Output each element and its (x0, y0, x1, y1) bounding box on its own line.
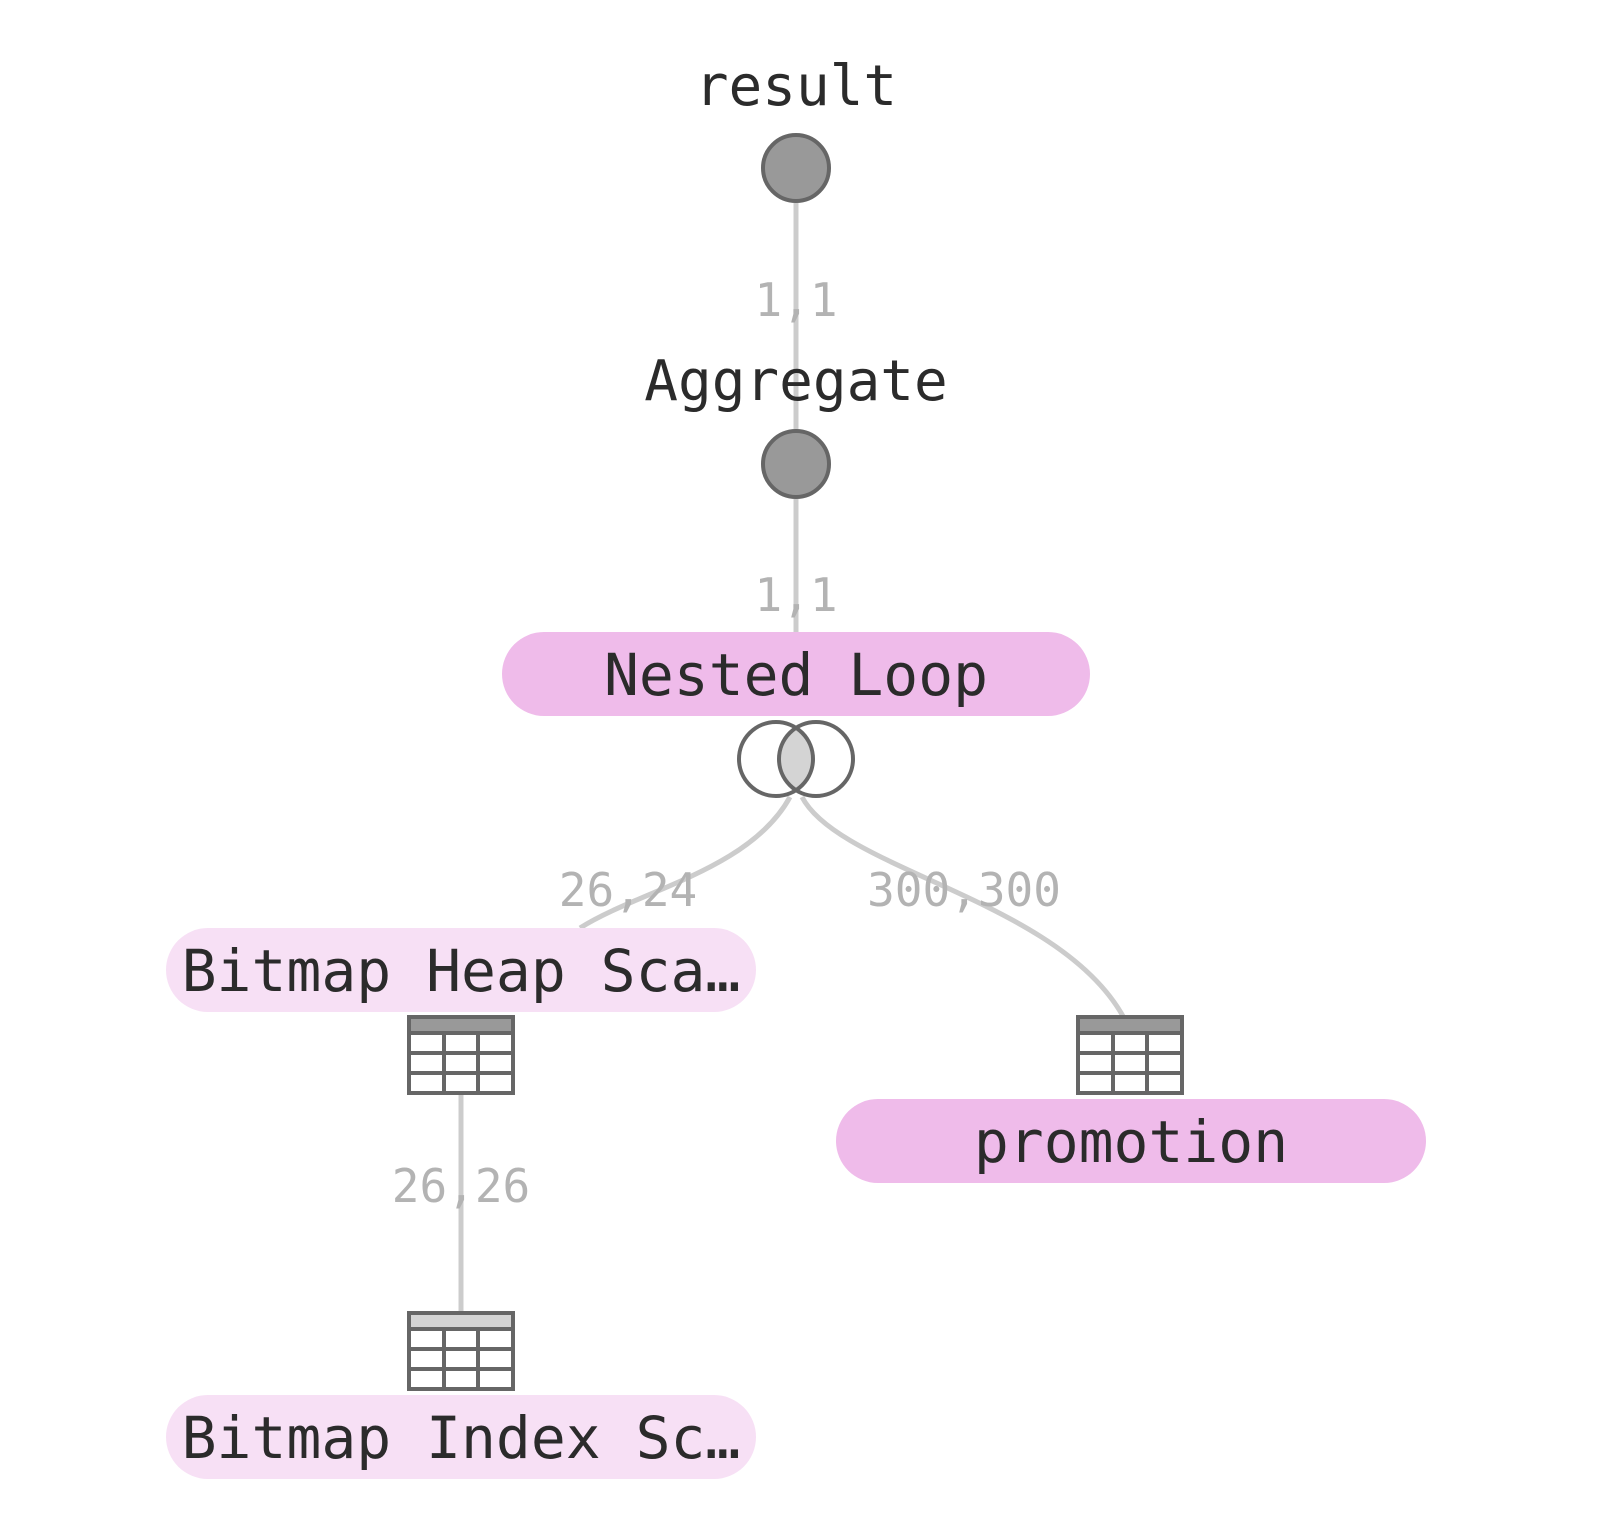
node-result-label: result (695, 54, 897, 119)
table-icon (407, 1015, 515, 1095)
edge-label-bitmap-heap-bitmap-index: 26,26 (392, 1159, 530, 1213)
node-nested-loop-pill (502, 632, 1090, 716)
node-result[interactable]: result (695, 54, 897, 203)
node-bitmap-heap-scan[interactable]: Bitmap Heap Sca… (166, 928, 756, 1095)
node-promotion[interactable]: promotion (836, 1015, 1426, 1183)
edge-label-aggregate-nested-loop: 1,1 (754, 568, 837, 622)
table-icon (1076, 1015, 1184, 1095)
node-bitmap-heap-scan-pill (166, 928, 756, 1012)
edge-nested-loop-bitmap-heap (578, 795, 793, 931)
node-nested-loop-label: Nested Loop (604, 641, 988, 709)
node-bitmap-heap-scan-label: Bitmap Heap Sca… (182, 937, 741, 1005)
circle-icon (761, 133, 831, 203)
edge-label-nested-loop-promotion: 300,300 (867, 863, 1061, 917)
node-bitmap-index-scan[interactable]: Bitmap Index Sc… (166, 1311, 756, 1479)
edge-nested-loop-promotion (799, 795, 1127, 1020)
join-icon (737, 720, 855, 798)
node-aggregate[interactable]: Aggregate (644, 349, 948, 499)
table-icon (407, 1311, 515, 1391)
edge-label-result-aggregate: 1,1 (754, 273, 837, 327)
node-nested-loop[interactable]: Nested Loop (502, 632, 1090, 798)
node-promotion-pill (836, 1099, 1426, 1183)
node-bitmap-index-scan-pill (166, 1395, 756, 1479)
node-aggregate-label: Aggregate (644, 349, 947, 414)
node-promotion-label: promotion (974, 1108, 1288, 1176)
node-bitmap-index-scan-label: Bitmap Index Sc… (182, 1404, 741, 1472)
circle-icon (761, 429, 831, 499)
edge-label-nested-loop-bitmap-heap: 26,24 (559, 863, 697, 917)
